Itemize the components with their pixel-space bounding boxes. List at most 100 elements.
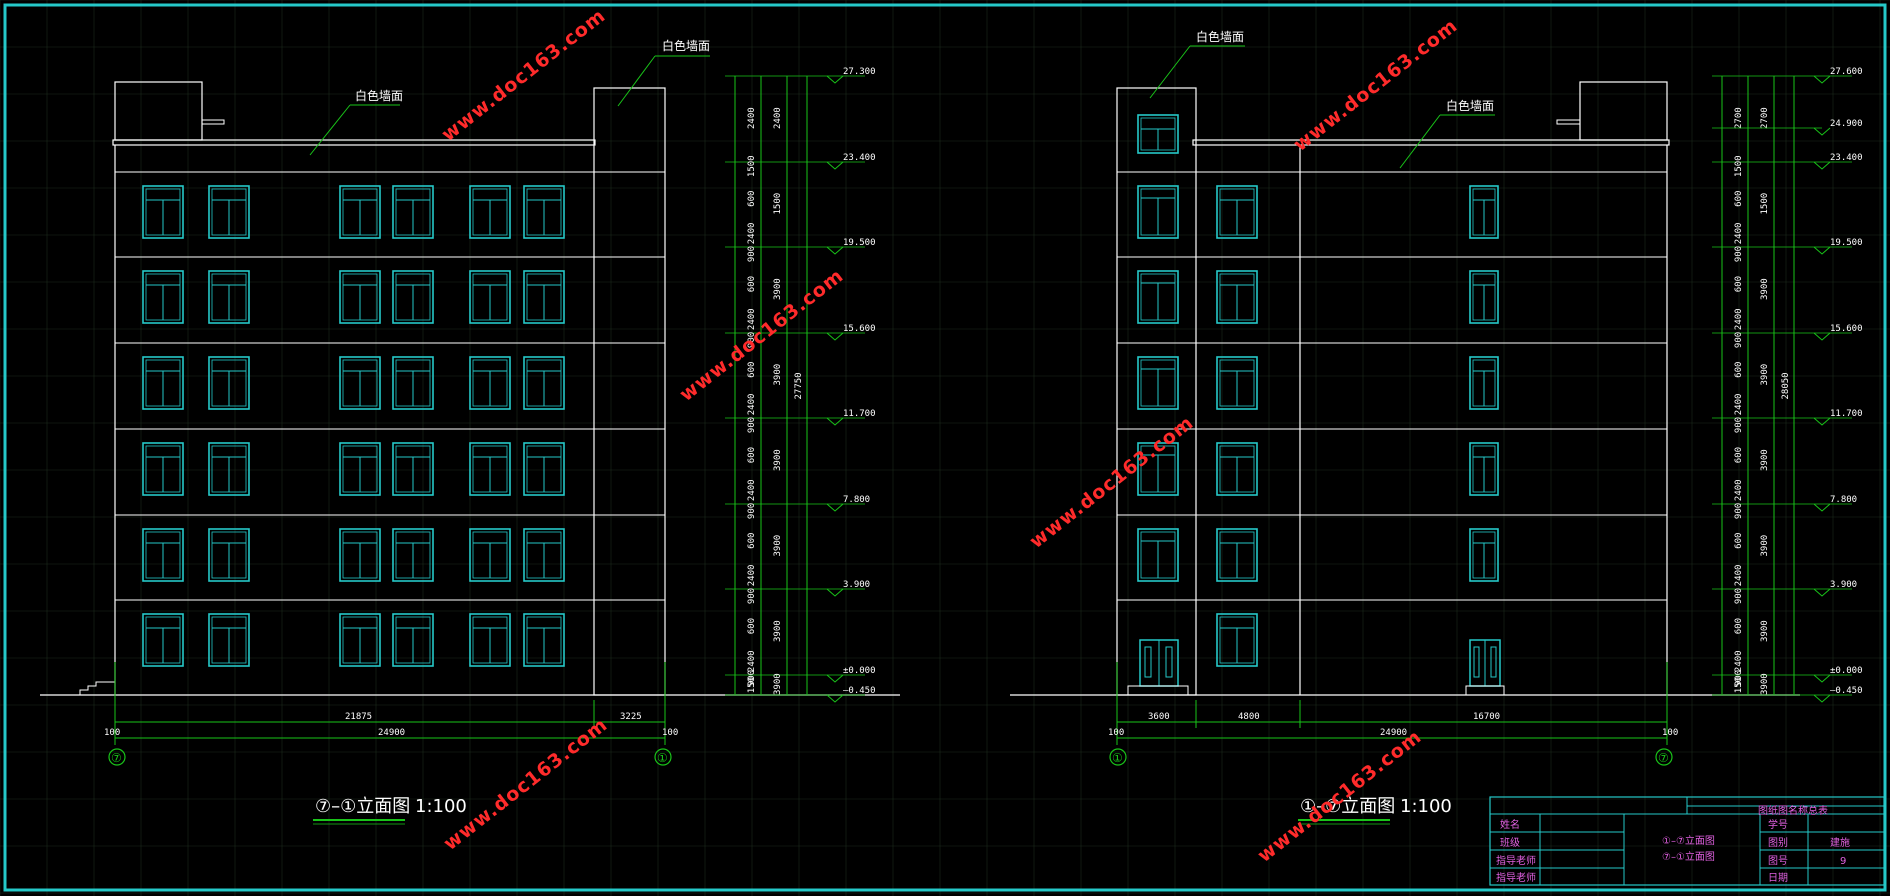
axis-label-7: ⑦ (111, 751, 122, 765)
dim-value: 2700 (1760, 107, 1770, 129)
dim-value: 600 (747, 191, 757, 207)
height-dimensions: 27.60023.40019.50015.60011.7007.8003.900… (1712, 67, 1863, 703)
elevation-label: 24.900 (1830, 119, 1863, 129)
parapet (112, 139, 596, 146)
dim-value: 3900 (773, 278, 783, 300)
window (1216, 356, 1258, 410)
window (208, 613, 250, 667)
stair-tower (593, 87, 666, 696)
window (339, 270, 381, 324)
dim-21875: 21875 (345, 712, 372, 722)
window (469, 185, 511, 239)
window (208, 270, 250, 324)
window (523, 613, 565, 667)
window (1216, 270, 1258, 324)
dim-value: 900 (747, 332, 757, 348)
dim-100-right: 100 (662, 728, 678, 738)
dim-total: 27750 (794, 372, 804, 399)
elevation-marker (826, 161, 844, 170)
axis-label-7: ⑦ (1658, 751, 1669, 765)
height-dimensions: 27.30023.40019.50015.60011.7007.8003.900… (725, 67, 876, 703)
dim-value: 600 (1734, 191, 1744, 207)
elevation-label: 11.700 (843, 409, 876, 419)
elevation-marker (1813, 417, 1831, 426)
dim-value: 600 (1734, 276, 1744, 292)
dim-value: 2400 (1734, 394, 1744, 416)
window-group (142, 185, 565, 667)
window (1137, 185, 1179, 239)
dim-value: 1500 (747, 155, 757, 177)
right-elevation: 27.60023.40019.50015.60011.7007.8003.900… (1010, 29, 1863, 825)
dim-100-right: 100 (1662, 728, 1678, 738)
dim-100-left: 100 (104, 728, 120, 738)
window (392, 270, 434, 324)
dim-value: 900 (1734, 503, 1744, 519)
parapet (1192, 139, 1670, 146)
window (208, 528, 250, 582)
dim-value: 3900 (1760, 620, 1770, 642)
window (469, 270, 511, 324)
tb-drawing-name-1: ①–⑦立面图 (1662, 834, 1715, 847)
elevation-label: ±0.000 (1830, 666, 1863, 676)
dim-100-left: 100 (1108, 728, 1124, 738)
window (1469, 185, 1499, 239)
elevation-marker (1813, 161, 1831, 170)
tb-class-label: 班级 (1500, 837, 1520, 849)
dim-4800: 4800 (1238, 712, 1260, 722)
dim-value: 3900 (773, 620, 783, 642)
elevation-marker (1813, 694, 1831, 703)
dim-value: 900 (1734, 332, 1744, 348)
elevation-label: 23.400 (1830, 153, 1863, 163)
title-block: 图纸图名称总表 姓名 班级 指导老师 指导老师 ①–⑦立面图 ⑦–①立面图 学号… (1489, 796, 1885, 886)
right-view-scale: 1:100 (1400, 796, 1452, 817)
elevation-label: 3.900 (1830, 580, 1857, 590)
stair-tower-roof (114, 81, 203, 141)
elevation-marker (1813, 332, 1831, 341)
tb-header: 图纸图名称总表 (1758, 804, 1828, 817)
window (339, 356, 381, 410)
watermark: www.doc163.com (440, 713, 612, 854)
window (392, 528, 434, 582)
stair-tower-roof (1579, 81, 1668, 141)
window (1216, 613, 1258, 667)
window (1137, 114, 1179, 154)
window (142, 356, 184, 410)
elevation-label: 11.700 (1830, 409, 1863, 419)
elevation-marker (826, 503, 844, 512)
tb-drawing-no-label: 图号 (1768, 855, 1788, 867)
window (1216, 185, 1258, 239)
dim-value: 1500 (773, 193, 783, 215)
elevation-marker (1813, 127, 1831, 136)
elevation-marker (1813, 503, 1831, 512)
dim-value: 3900 (1760, 364, 1770, 386)
window (469, 356, 511, 410)
tb-advisor-label-1: 指导老师 (1496, 854, 1536, 867)
watermark: www.doc163.com (676, 264, 848, 405)
tb-student-no-label: 学号 (1768, 818, 1788, 831)
right-view-title: ①–⑦立面图 (1300, 796, 1395, 817)
tb-drawing-no-value: 9 (1840, 856, 1846, 867)
window (208, 356, 250, 410)
dim-3600: 3600 (1148, 712, 1170, 722)
tb-name-label: 姓名 (1500, 818, 1520, 831)
wall-label-1: 白色墙面 (1196, 29, 1244, 44)
dim-value: 2400 (1734, 223, 1744, 245)
window (339, 528, 381, 582)
elevation-label: ±0.000 (843, 666, 876, 676)
floor-lines (1117, 171, 1667, 601)
dim-value: 2400 (1734, 479, 1744, 501)
window (1469, 442, 1499, 496)
window (392, 442, 434, 496)
dim-3225: 3225 (620, 712, 642, 722)
window (142, 185, 184, 239)
axis-bubble-7 (1655, 748, 1673, 766)
elevation-label: 7.800 (1830, 495, 1857, 505)
elevation-label: 27.300 (843, 67, 876, 77)
window (523, 356, 565, 410)
window (1469, 528, 1499, 582)
elevation-label: 19.500 (843, 238, 876, 248)
elevation-marker (826, 694, 844, 703)
watermark: www.doc163.com (438, 4, 610, 145)
tb-advisor-label-2: 指导老师 (1496, 871, 1536, 884)
dim-value: 600 (1734, 533, 1744, 549)
